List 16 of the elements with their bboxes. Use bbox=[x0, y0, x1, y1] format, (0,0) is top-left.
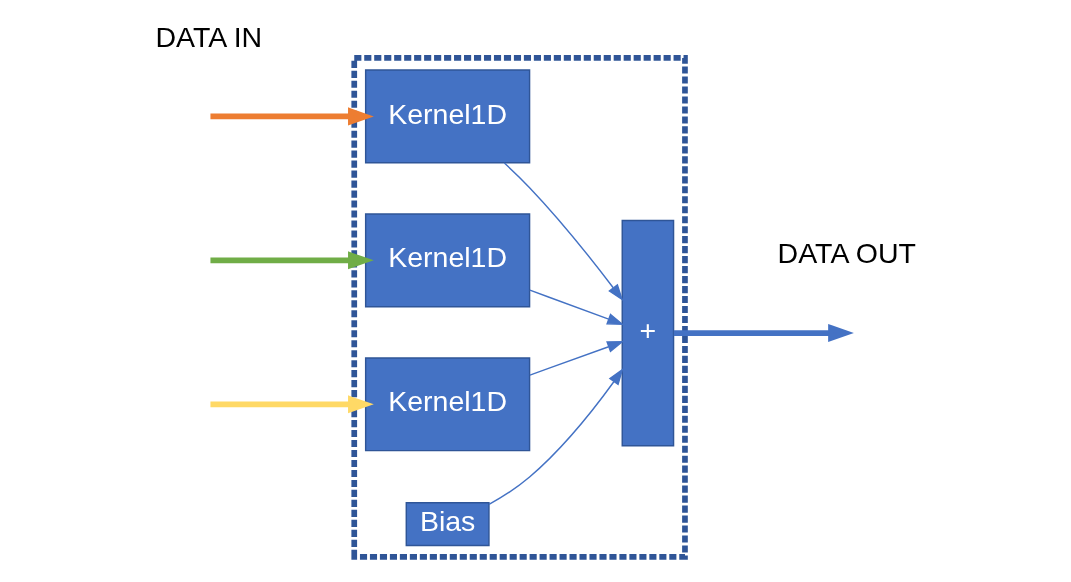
arrow bbox=[503, 162, 623, 302]
arrow bbox=[209, 395, 374, 414]
node-box: + bbox=[621, 219, 674, 447]
arrow bbox=[209, 251, 374, 270]
label: DATA OUT bbox=[777, 237, 916, 270]
arrow bbox=[673, 324, 854, 343]
arrow bbox=[487, 368, 623, 506]
node-box: Kernel1D bbox=[364, 69, 530, 164]
node-box: Kernel1D bbox=[364, 357, 530, 452]
arrow bbox=[528, 341, 624, 376]
arrow bbox=[209, 107, 374, 126]
arrow bbox=[528, 289, 624, 325]
label: DATA IN bbox=[155, 20, 262, 53]
cluster bbox=[350, 55, 688, 560]
node-box: Bias bbox=[405, 501, 490, 547]
node-box: Kernel1D bbox=[364, 213, 530, 308]
